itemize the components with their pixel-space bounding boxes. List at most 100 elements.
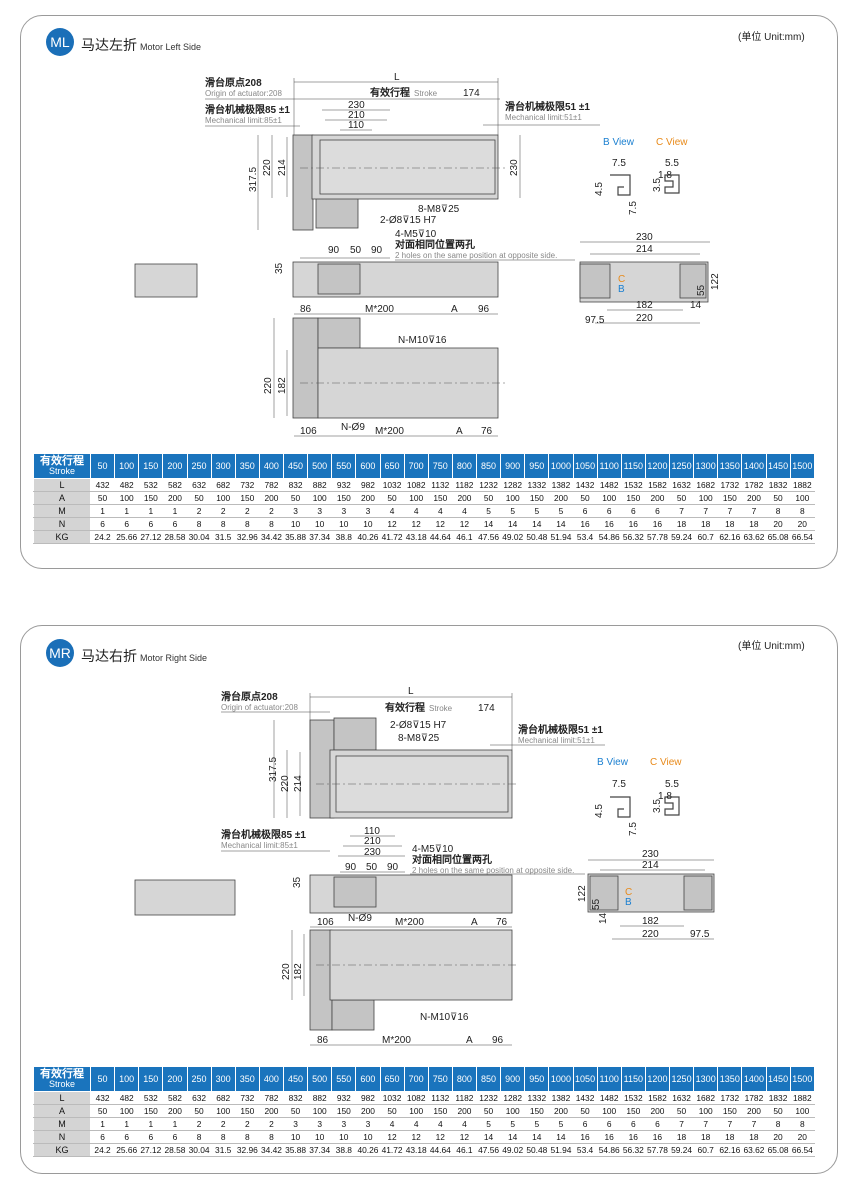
table-cell: 832 bbox=[282, 1091, 309, 1105]
ml-bview-7-5b: 7.5 bbox=[628, 201, 639, 215]
table-cell: 1182 bbox=[451, 478, 478, 492]
table-cell: 10 bbox=[282, 1130, 309, 1144]
mr-bottom-220: 220 bbox=[281, 963, 292, 980]
table-cell: 150 bbox=[138, 491, 164, 505]
stroke-col-header: 1450 bbox=[765, 1066, 791, 1092]
table-cell: 35.88 bbox=[282, 530, 309, 544]
table-cell: 100 bbox=[403, 491, 429, 505]
table-cell: 7 bbox=[668, 1117, 695, 1131]
mr-unit: (单位 Unit:mm) bbox=[738, 641, 805, 652]
stroke-col-header: 150 bbox=[138, 453, 164, 479]
table-cell: 62.16 bbox=[717, 530, 743, 544]
mr-o8-note: 2-Ø8⊽15 H7 bbox=[390, 720, 447, 731]
table-cell: 932 bbox=[331, 1091, 357, 1105]
table-cell: 32.96 bbox=[234, 530, 260, 544]
table-cell: 482 bbox=[114, 478, 140, 492]
table-cell: 50 bbox=[572, 491, 598, 505]
table-cell: 150 bbox=[524, 1104, 550, 1118]
stroke-col-header: 650 bbox=[379, 1066, 405, 1092]
table-cell: 63.62 bbox=[741, 1143, 767, 1157]
table-cell: 16 bbox=[644, 517, 671, 531]
table-cell: 100 bbox=[307, 491, 333, 505]
ml-origin-en: Origin of actuator:208 bbox=[205, 89, 282, 98]
ml-mech-left-en: Mechanical limit:85±1 bbox=[205, 116, 282, 125]
table-cell: 12 bbox=[403, 517, 429, 531]
ml-top-view-labels: 滑台原点208 Origin of actuator:208 L 有效行程 St… bbox=[205, 72, 590, 260]
stroke-col-header: 1350 bbox=[717, 453, 743, 479]
table-cell: 200 bbox=[451, 1104, 478, 1118]
stroke-col-header: 250 bbox=[186, 453, 212, 479]
stroke-col-header: 1300 bbox=[693, 453, 719, 479]
mr-dim-90a: 90 bbox=[345, 862, 357, 873]
mr-title-en: Motor Right Side bbox=[140, 653, 208, 663]
stroke-col-header: 400 bbox=[258, 1066, 285, 1092]
ml-dim-L: L bbox=[394, 72, 400, 83]
ml-bottom-86: 86 bbox=[300, 304, 312, 315]
mr-dim-317-5: 317.5 bbox=[268, 757, 279, 782]
stroke-col-header: 350 bbox=[234, 1066, 260, 1092]
stroke-col-header: 850 bbox=[475, 453, 502, 479]
ml-side-view: 90 50 90 35 bbox=[134, 245, 575, 298]
table-cell: 1532 bbox=[620, 478, 646, 492]
table-cell: 2 bbox=[258, 1117, 285, 1131]
mr-bview-4-5: 4.5 bbox=[594, 804, 605, 818]
ml-dim-214: 214 bbox=[277, 159, 288, 176]
stroke-header-en: Stroke bbox=[48, 466, 75, 476]
table-cell: 34.42 bbox=[258, 1143, 285, 1157]
stroke-col-header: 900 bbox=[500, 453, 526, 479]
table-cell: 200 bbox=[355, 491, 381, 505]
table-cell: 49.02 bbox=[500, 530, 526, 544]
mr-dim-230: 230 bbox=[364, 847, 381, 858]
table-cell: 1682 bbox=[693, 478, 719, 492]
stroke-col-header: 1150 bbox=[620, 453, 646, 479]
table-cell: 6 bbox=[162, 1130, 188, 1144]
row-label: L bbox=[33, 478, 91, 492]
mr-bottom-a-top: A bbox=[471, 917, 478, 928]
table-cell: 62.16 bbox=[717, 1143, 743, 1157]
table-cell: 1032 bbox=[379, 478, 405, 492]
table-cell: 100 bbox=[114, 1104, 140, 1118]
table-cell: 16 bbox=[572, 1130, 598, 1144]
table-cell: 200 bbox=[162, 491, 188, 505]
ml-end-b: B bbox=[618, 284, 625, 295]
mr-end-122: 122 bbox=[577, 885, 588, 902]
ml-bview-7-5: 7.5 bbox=[612, 158, 626, 169]
table-cell: 12 bbox=[427, 517, 453, 531]
mr-end-b: B bbox=[625, 897, 632, 908]
ml-o8-note: 2-Ø8⊽15 H7 bbox=[380, 215, 437, 226]
table-cell: 1 bbox=[89, 504, 116, 518]
table-cell: 1232 bbox=[475, 1091, 502, 1105]
stroke-col-header: 1250 bbox=[668, 453, 695, 479]
ml-mech-right-cn: 滑台机械极限51 ±1 bbox=[505, 100, 590, 113]
mr-bottom-86: 86 bbox=[317, 1035, 329, 1046]
table-cell: 932 bbox=[331, 478, 357, 492]
table-cell: 5 bbox=[500, 504, 526, 518]
table-cell: 3 bbox=[307, 504, 333, 518]
table-cell: 1882 bbox=[789, 478, 816, 492]
stroke-col-header: 300 bbox=[210, 1066, 236, 1092]
stroke-col-header: 50 bbox=[89, 1066, 116, 1092]
table-cell: 1732 bbox=[717, 1091, 743, 1105]
table-cell: 7 bbox=[693, 1117, 719, 1131]
table-cell: 16 bbox=[620, 1130, 646, 1144]
table-cell: 50 bbox=[379, 491, 405, 505]
table-cell: 2 bbox=[234, 1117, 260, 1131]
ml-stroke-cn: 有效行程 bbox=[370, 86, 410, 99]
stroke-col-header: 400 bbox=[258, 453, 285, 479]
table-cell: 6 bbox=[644, 1117, 671, 1131]
table-cell: 200 bbox=[258, 1104, 285, 1118]
mr-bottom-106: 106 bbox=[317, 917, 334, 928]
table-cell: 4 bbox=[403, 1117, 429, 1131]
ml-end-220: 220 bbox=[636, 313, 653, 324]
table-cell: 2 bbox=[186, 1117, 212, 1131]
table-cell: 12 bbox=[427, 1130, 453, 1144]
mr-dim-210: 210 bbox=[364, 836, 381, 847]
ml-end-182: 182 bbox=[636, 300, 653, 311]
table-cell: 50 bbox=[186, 491, 212, 505]
table-cell: 4 bbox=[403, 504, 429, 518]
table-cell: 25.66 bbox=[114, 530, 140, 544]
table-cell: 1332 bbox=[524, 478, 550, 492]
